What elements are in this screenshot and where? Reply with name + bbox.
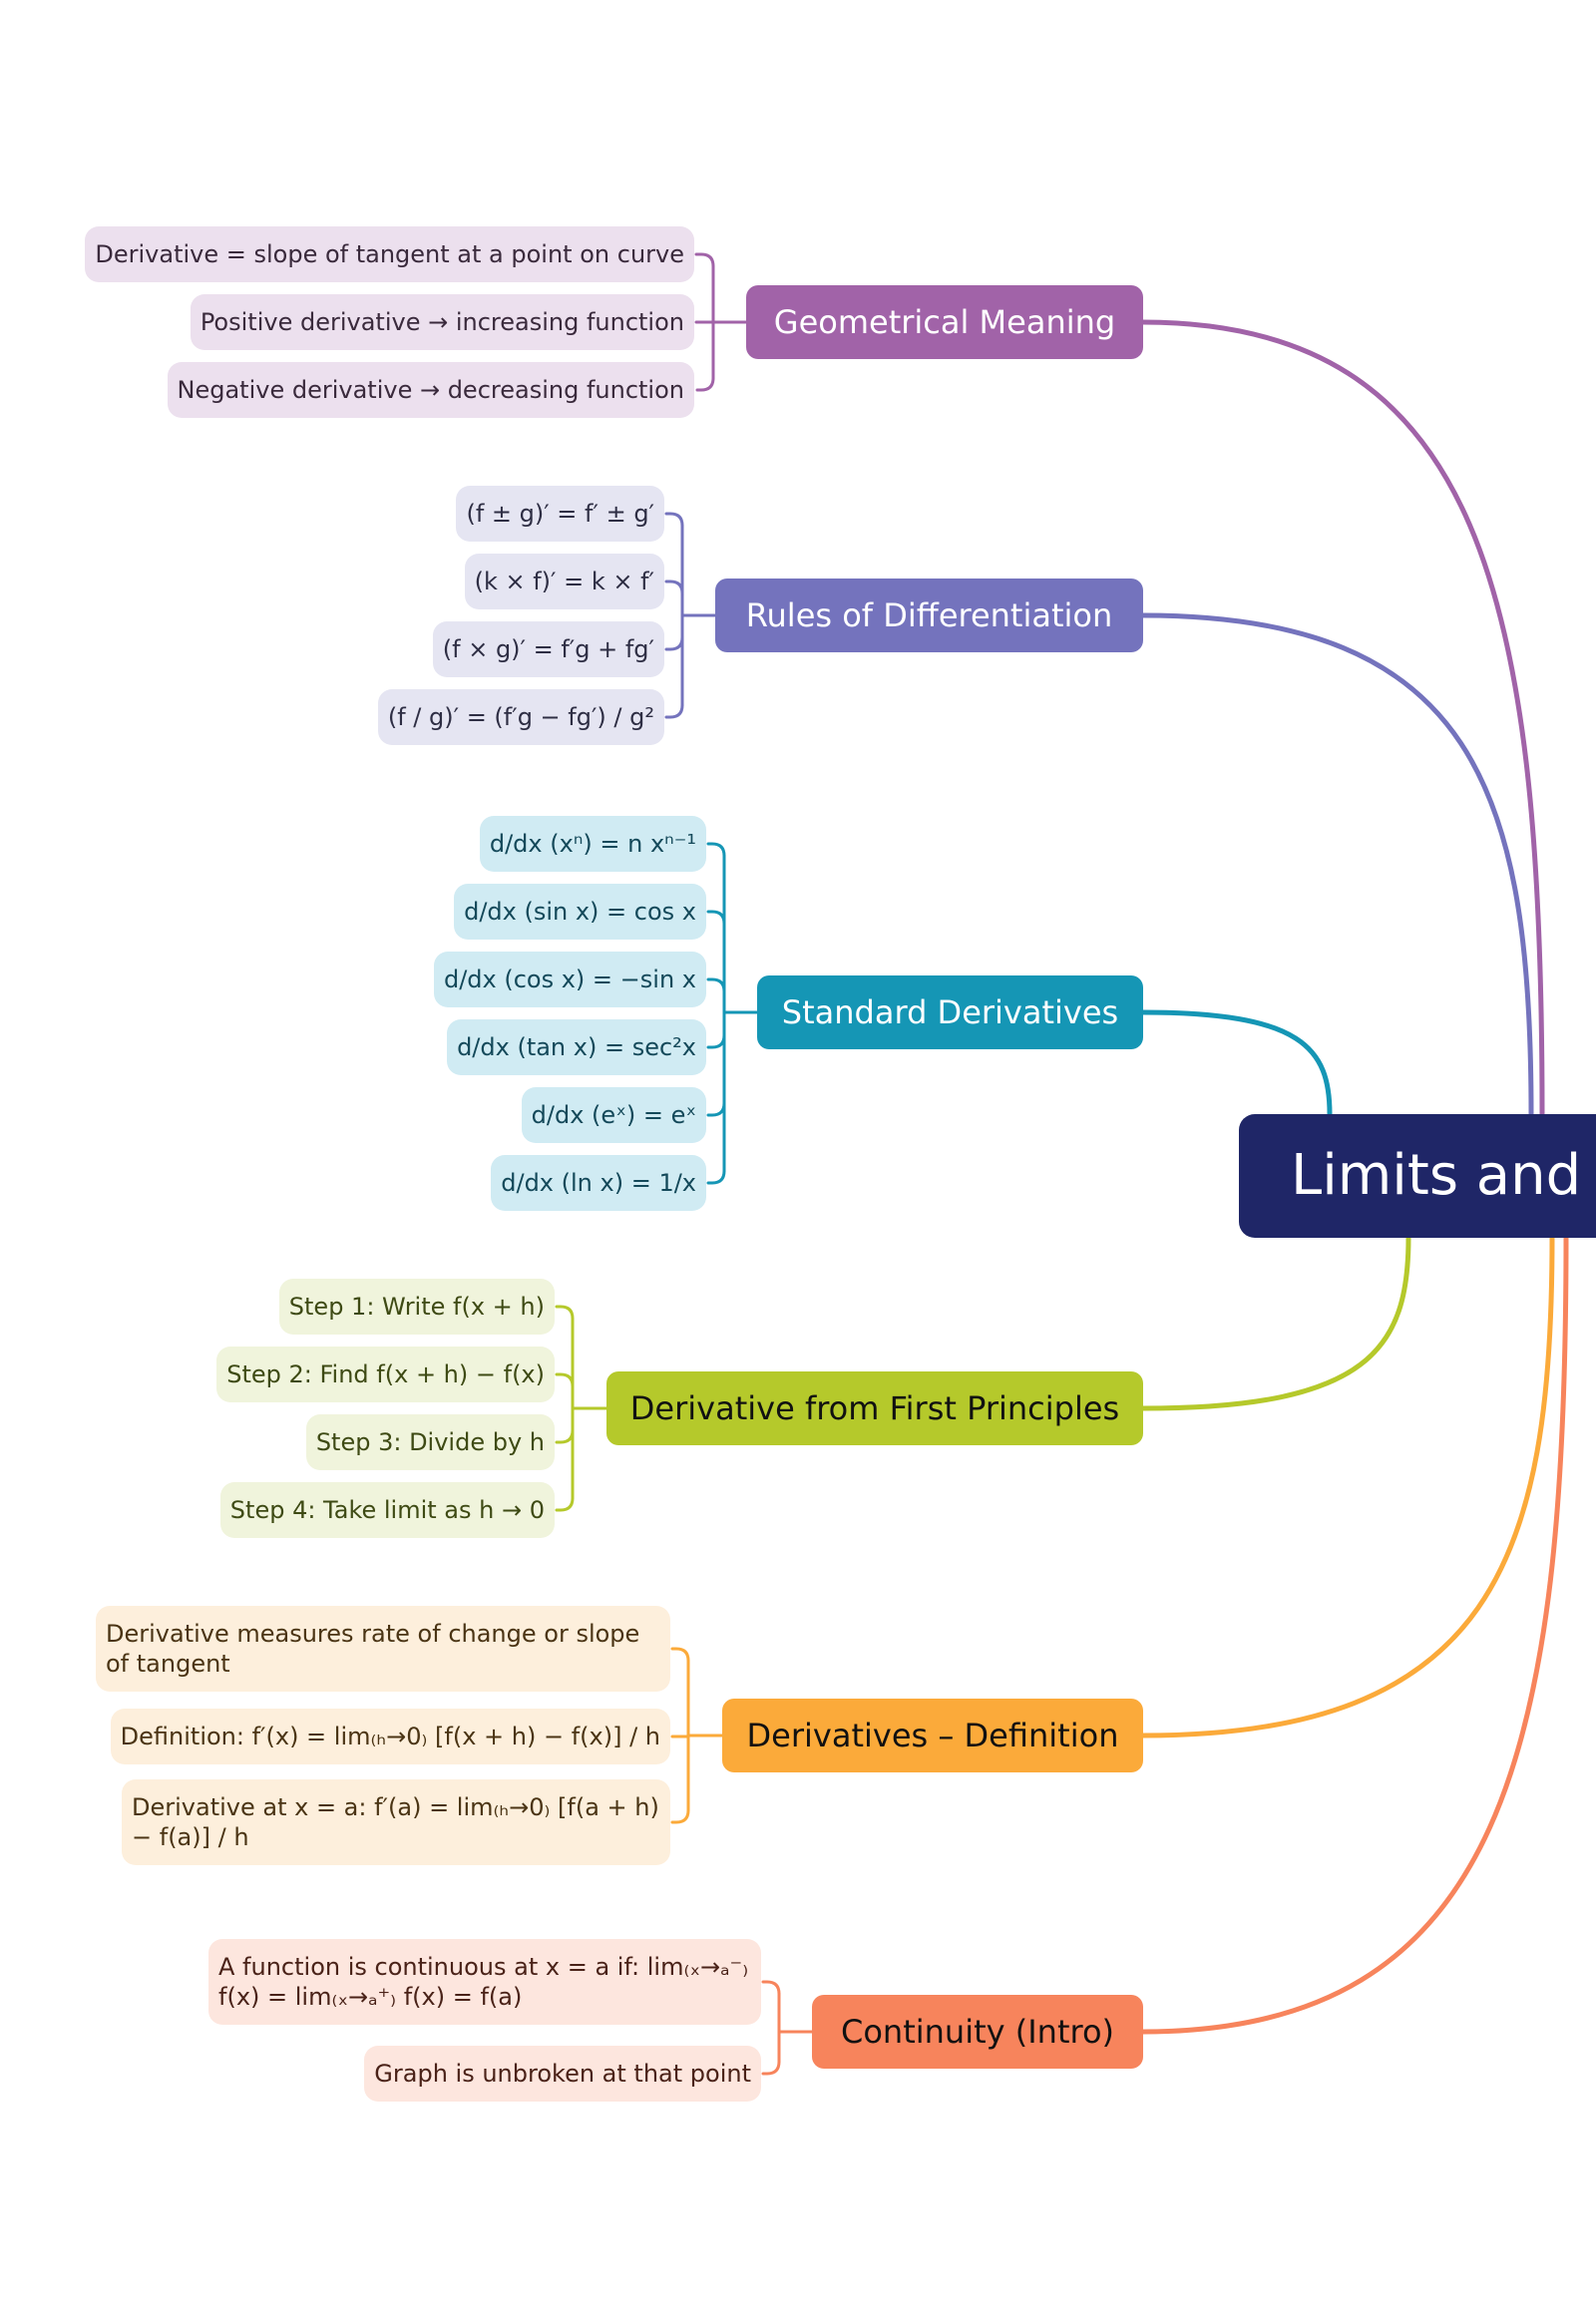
leaf-connector [664, 512, 684, 528]
branch-label: Derivative from First Principles [629, 1389, 1120, 1427]
branch-standard-derivatives[interactable]: Standard Derivatives [757, 975, 1143, 1049]
leaf-sum-rule[interactable]: (f ± g)′ = f′ ± g′ [456, 486, 664, 542]
leaf-connector [555, 1496, 575, 1512]
leaf-connector [706, 977, 726, 993]
central-topic[interactable]: Limits and D [1239, 1114, 1596, 1238]
branch-connector-geometrical [1140, 319, 1545, 1117]
leaf-connector [706, 1033, 726, 1049]
branch-rules-of-differentiation[interactable]: Rules of Differentiation [715, 579, 1143, 652]
leaf-step-1[interactable]: Step 1: Write f(x + h) [278, 1279, 555, 1335]
leaf-positive-derivative[interactable]: Positive derivative → increasing functio… [190, 294, 694, 350]
branch-label: Derivatives – Definition [746, 1717, 1119, 1754]
branch-label: Geometrical Meaning [773, 303, 1116, 341]
leaf-rate-of-change[interactable]: Derivative measures rate of change or sl… [96, 1606, 670, 1692]
leaf-definition-formula[interactable]: Definition: f′(x) = lim₍ₕ→0₎ [f(x + h) −… [110, 1709, 670, 1764]
branch-label: Continuity (Intro) [840, 2013, 1114, 2051]
leaf-text: Step 1: Write f(x + h) [288, 1293, 545, 1321]
leaf-constant-rule[interactable]: (k × f)′ = k × f′ [464, 554, 664, 609]
leaf-text: Negative derivative → decreasing functio… [177, 376, 685, 404]
leaf-text: Step 3: Divide by h [315, 1428, 545, 1456]
leaf-text: Definition: f′(x) = lim₍ₕ→0₎ [f(x + h) −… [120, 1723, 660, 1750]
branch-label: Standard Derivatives [781, 993, 1119, 1031]
leaf-ln-derivative[interactable]: d/dx (ln x) = 1/x [491, 1155, 706, 1211]
leaf-connector [694, 252, 715, 268]
leaf-connector [761, 1980, 781, 1996]
leaf-connector [706, 1101, 726, 1117]
leaf-negative-derivative[interactable]: Negative derivative → decreasing functio… [167, 362, 694, 418]
branch-first-principles[interactable]: Derivative from First Principles [606, 1371, 1143, 1445]
leaf-continuity-condition[interactable]: A function is continuous at x = a if: li… [208, 1939, 761, 2025]
branch-derivatives-definition[interactable]: Derivatives – Definition [722, 1699, 1143, 1772]
branch-connector-definition [1140, 1235, 1555, 1739]
leaf-text: d/dx (ln x) = 1/x [501, 1169, 696, 1197]
leaf-connector [761, 2060, 781, 2076]
central-topic-label: Limits and D [1291, 1143, 1596, 1208]
leaf-text: Positive derivative → increasing functio… [200, 308, 684, 336]
leaf-text: (f / g)′ = (f′g − fg′) / g² [387, 703, 654, 731]
branch-label: Rules of Differentiation [745, 596, 1113, 634]
leaf-connector [706, 1169, 726, 1185]
leaf-text: A function is continuous at x = a if: li… [218, 1953, 749, 2011]
leaf-text: d/dx (tan x) = sec²x [457, 1033, 696, 1061]
leaf-connector [555, 1428, 575, 1444]
leaf-graph-unbroken[interactable]: Graph is unbroken at that point [364, 2046, 761, 2102]
leaf-text: Derivative = slope of tangent at a point… [95, 240, 684, 268]
leaf-cos-derivative[interactable]: d/dx (cos x) = −sin x [433, 952, 706, 1007]
leaf-product-rule[interactable]: (f × g)′ = f′g + fg′ [432, 621, 664, 677]
leaf-slope-of-tangent[interactable]: Derivative = slope of tangent at a point… [85, 226, 694, 282]
leaf-text: d/dx (xⁿ) = n xⁿ⁻¹ [489, 830, 696, 858]
leaf-text: Step 2: Find f(x + h) − f(x) [226, 1360, 545, 1388]
branch-connector-continuity [1140, 1235, 1569, 2035]
leaf-derivative-at-a[interactable]: Derivative at x = a: f′(a) = lim₍ₕ→0₎ [f… [122, 1779, 670, 1865]
leaf-sin-derivative[interactable]: d/dx (sin x) = cos x [454, 884, 706, 940]
leaf-connector [555, 1372, 575, 1388]
branch-connector-rules [1140, 612, 1534, 1117]
leaf-connector [670, 1647, 690, 1663]
leaf-connector [706, 842, 726, 858]
leaf-text: Derivative measures rate of change or sl… [106, 1620, 640, 1678]
leaf-connector [695, 376, 715, 392]
leaf-exp-derivative[interactable]: d/dx (eˣ) = eˣ [521, 1087, 706, 1143]
leaf-connector [706, 910, 726, 926]
leaf-step-2[interactable]: Step 2: Find f(x + h) − f(x) [216, 1347, 555, 1402]
leaf-text: Derivative at x = a: f′(a) = lim₍ₕ→0₎ [f… [132, 1793, 659, 1851]
leaf-connector [670, 1808, 690, 1824]
leaf-text: d/dx (eˣ) = eˣ [531, 1101, 696, 1129]
branch-connector-standard [1140, 1009, 1333, 1117]
leaf-connector [664, 580, 684, 595]
branch-geometrical-meaning[interactable]: Geometrical Meaning [746, 285, 1143, 359]
leaf-text: d/dx (cos x) = −sin x [443, 966, 696, 993]
leaf-connector [555, 1305, 575, 1321]
leaf-text: Step 4: Take limit as h → 0 [229, 1496, 545, 1524]
leaf-step-3[interactable]: Step 3: Divide by h [305, 1414, 555, 1470]
leaf-tan-derivative[interactable]: d/dx (tan x) = sec²x [447, 1019, 706, 1075]
leaf-connector [664, 703, 684, 719]
leaf-step-4[interactable]: Step 4: Take limit as h → 0 [219, 1482, 555, 1538]
branch-connector-first-principles [1140, 1235, 1411, 1411]
leaf-text: Graph is unbroken at that point [374, 2060, 751, 2088]
leaf-power-rule[interactable]: d/dx (xⁿ) = n xⁿ⁻¹ [479, 816, 706, 872]
branch-continuity-intro[interactable]: Continuity (Intro) [812, 1995, 1143, 2069]
leaf-text: (k × f)′ = k × f′ [474, 568, 654, 595]
leaf-quotient-rule[interactable]: (f / g)′ = (f′g − fg′) / g² [377, 689, 664, 745]
leaf-text: (f × g)′ = f′g + fg′ [442, 635, 654, 663]
leaf-connector [664, 635, 684, 651]
leaf-text: d/dx (sin x) = cos x [464, 898, 696, 926]
leaf-text: (f ± g)′ = f′ ± g′ [466, 500, 654, 528]
